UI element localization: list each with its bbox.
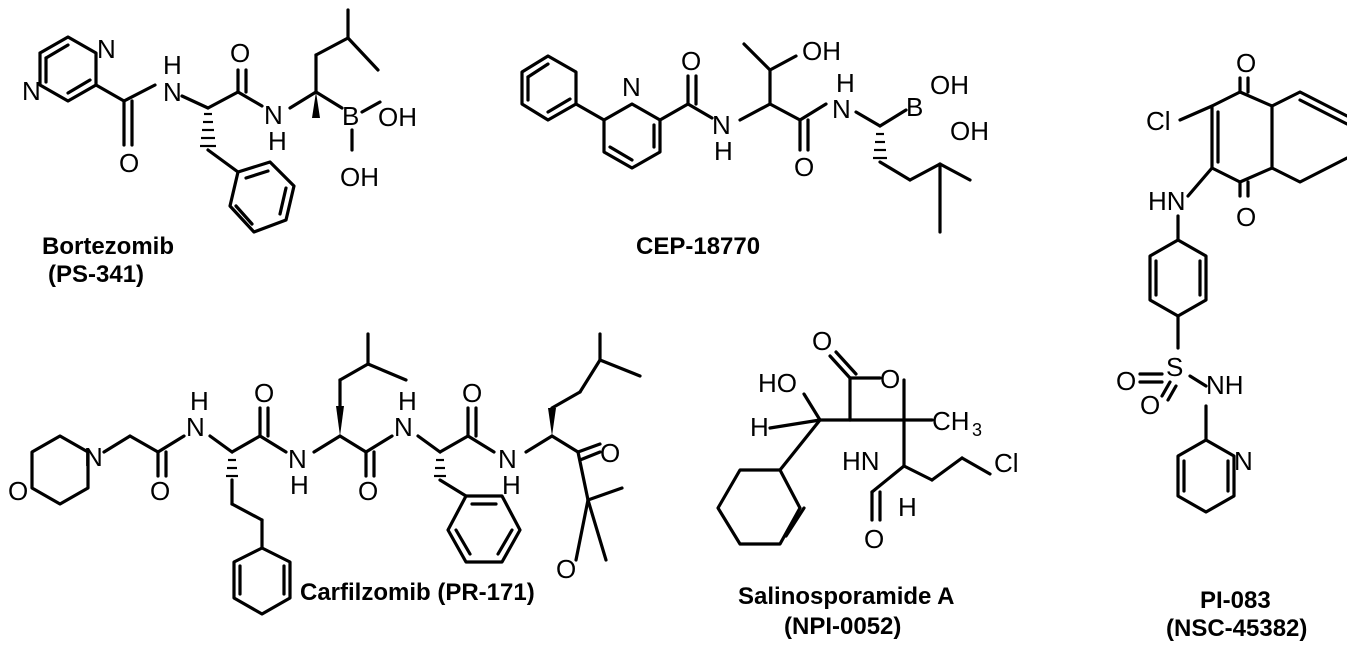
atom-o: O bbox=[1236, 202, 1256, 232]
atom-o: O bbox=[864, 524, 884, 554]
bortezomib-code: (PS-341) bbox=[48, 261, 144, 288]
atom-o: O bbox=[1140, 390, 1160, 420]
atom-n: N bbox=[186, 412, 205, 442]
cep18770-name: CEP-18770 bbox=[636, 233, 760, 260]
atom-h: H bbox=[502, 470, 521, 500]
atom-o: O bbox=[600, 438, 620, 468]
atom-n: N bbox=[264, 100, 283, 130]
salinosporamide-structure: HO H HN O O CH 3 Cl O H bbox=[716, 326, 1019, 554]
atom-o: O bbox=[8, 476, 28, 506]
atom-oh: OH bbox=[802, 36, 841, 66]
cep18770-structure: N O N H OH O N H B OH OH bbox=[520, 36, 989, 234]
atom-n: N bbox=[394, 412, 413, 442]
atom-ho: HO bbox=[758, 368, 797, 398]
atom-o: O bbox=[812, 326, 832, 356]
atom-h: H bbox=[898, 492, 917, 522]
atom-b: B bbox=[342, 101, 359, 131]
atom-cl: Cl bbox=[994, 448, 1019, 478]
pi083-structure: O Cl O HN S O O NH N bbox=[1116, 48, 1347, 514]
atom-n: N bbox=[622, 72, 641, 102]
atom-o: O bbox=[119, 148, 139, 178]
atom-n: N bbox=[712, 110, 731, 140]
atom-o: O bbox=[794, 152, 814, 182]
subscript-three: 3 bbox=[972, 420, 982, 440]
atom-n: N bbox=[832, 94, 851, 124]
carfilzomib-name: Carfilzomib (PR-171) bbox=[300, 579, 535, 606]
atom-b: B bbox=[906, 92, 923, 122]
pi083-name: PI-083 bbox=[1200, 587, 1271, 614]
atom-n: N bbox=[22, 76, 41, 106]
bortezomib-name: Bortezomib bbox=[42, 233, 174, 260]
pi083-code: (NSC-45382) bbox=[1166, 615, 1307, 642]
atom-n: N bbox=[97, 34, 116, 64]
atom-o: O bbox=[1236, 48, 1256, 78]
atom-h: H bbox=[836, 68, 855, 98]
bortezomib-structure: N N O N H O N H bbox=[22, 8, 417, 234]
atom-h: H bbox=[750, 412, 769, 442]
atom-o: O bbox=[681, 46, 701, 76]
atom-oh: OH bbox=[930, 70, 969, 100]
atom-o: O bbox=[556, 554, 576, 584]
atom-cl: Cl bbox=[1146, 106, 1171, 136]
atom-h: H bbox=[714, 136, 733, 166]
atom-o: O bbox=[230, 38, 250, 68]
atom-oh: OH bbox=[378, 102, 417, 132]
atom-n: N bbox=[163, 77, 182, 107]
salinosporamide-name: Salinosporamide A bbox=[738, 583, 955, 610]
atom-n: N bbox=[498, 444, 517, 474]
atom-ch3: CH bbox=[932, 406, 970, 436]
salinosporamide-code: (NPI-0052) bbox=[784, 613, 901, 640]
atom-o: O bbox=[254, 378, 274, 408]
atom-n: N bbox=[288, 444, 307, 474]
atom-oh: OH bbox=[950, 116, 989, 146]
atom-o: O bbox=[358, 476, 378, 506]
atom-o: O bbox=[462, 378, 482, 408]
atom-oh: OH bbox=[340, 162, 379, 192]
ch-text: CH bbox=[932, 406, 970, 436]
carfilzomib-structure: N O O N H O N H O N bbox=[8, 332, 642, 616]
atom-n: N bbox=[84, 442, 103, 472]
atom-h: H bbox=[268, 126, 287, 156]
atom-o: O bbox=[1116, 366, 1136, 396]
atom-h: H bbox=[163, 50, 182, 80]
atom-o: O bbox=[150, 476, 170, 506]
atom-s: S bbox=[1166, 352, 1183, 382]
atom-o: O bbox=[880, 364, 900, 394]
atom-nh: NH bbox=[1206, 370, 1244, 400]
atom-hn: HN bbox=[842, 446, 880, 476]
atom-hn: HN bbox=[1148, 186, 1186, 216]
atom-h: H bbox=[290, 470, 309, 500]
atom-h: H bbox=[190, 386, 209, 416]
atom-h: H bbox=[398, 386, 417, 416]
atom-n: N bbox=[1234, 446, 1253, 476]
